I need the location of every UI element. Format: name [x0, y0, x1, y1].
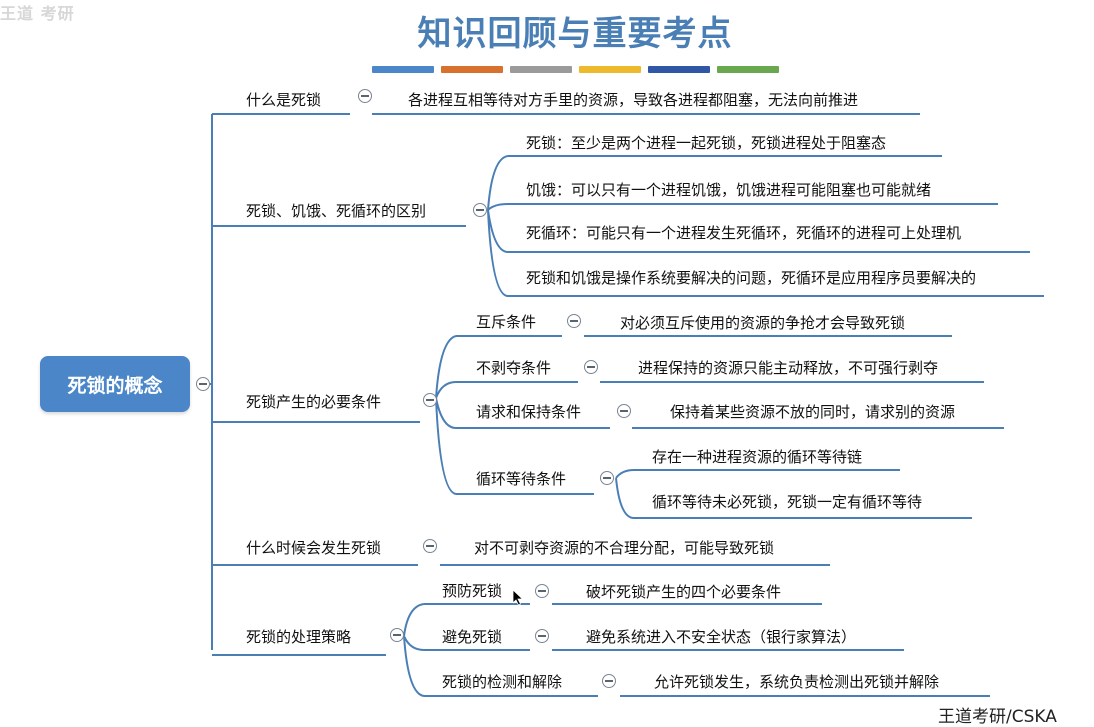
condition-label[interactable]: 循环等待条件 [476, 470, 567, 488]
strategy-label[interactable]: 预防死锁 [442, 582, 503, 600]
collapse-icon[interactable] [196, 377, 210, 391]
branch-desc: 对不可剥夺资源的不合理分配，可能导致死锁 [474, 539, 775, 557]
strategy-label[interactable]: 避免死锁 [442, 628, 503, 646]
watermark-top-left: 王道 考研 [0, 4, 75, 23]
branch-label-what-is-deadlock[interactable]: 什么是死锁 [246, 91, 322, 109]
list-item: 饥饿：可以只有一个进程饥饿，饥饿进程可能阻塞也可能就绪 [526, 181, 932, 199]
condition-desc: 进程保持的资源只能主动释放，不可强行剥夺 [638, 359, 939, 377]
condition-desc: 存在一种进程资源的循环等待链 [652, 448, 863, 466]
connector-b2-fork [487, 155, 509, 297]
collapse-icon[interactable] [390, 628, 404, 642]
collapse-icon[interactable] [535, 584, 549, 598]
collapse-icon[interactable] [600, 471, 614, 485]
condition-desc: 保持着某些资源不放的同时，请求别的资源 [670, 403, 956, 421]
strategy-desc: 允许死锁发生，系统负责检测出死锁并解除 [654, 673, 940, 691]
branch-desc: 各进程互相等待对方手里的资源，导致各进程都阻塞，无法向前推进 [408, 91, 859, 109]
connector-b5-fork [403, 603, 425, 697]
condition-label[interactable]: 互斥条件 [476, 313, 537, 331]
branch-label-when-deadlock[interactable]: 什么时候会发生死锁 [246, 539, 382, 557]
list-item: 死锁和饥饿是操作系统要解决的问题，死循环是应用程序员要解决的 [526, 269, 977, 287]
collapse-icon[interactable] [358, 89, 372, 103]
branch-label-difference[interactable]: 死锁、饥饿、死循环的区别 [246, 202, 427, 220]
condition-desc: 循环等待未必死锁，死锁一定有循环等待 [652, 493, 923, 511]
page-title: 知识回顾与重要考点 [417, 14, 733, 54]
branch-label-handling-strategies[interactable]: 死锁的处理策略 [246, 628, 352, 646]
collapse-icon[interactable] [535, 629, 549, 643]
color-segment [717, 66, 779, 73]
list-item: 死锁：至少是两个进程一起死锁，死锁进程处于阻塞态 [526, 134, 887, 152]
color-segment [441, 66, 503, 73]
root-node[interactable]: 死锁的概念 [40, 356, 190, 412]
condition-desc: 对必须互斥使用的资源的争抢才会导致死锁 [620, 314, 906, 332]
strategy-desc: 避免系统进入不安全状态（银行家算法） [586, 628, 857, 646]
collapse-icon[interactable] [602, 674, 616, 688]
watermark-bottom-right: 王道考研/CSKA [938, 707, 1057, 727]
color-segment [372, 66, 434, 73]
collapse-icon[interactable] [567, 314, 581, 328]
list-item: 死循环：可能只有一个进程发生死循环，死循环的进程可上处理机 [526, 224, 962, 242]
color-segment [579, 66, 641, 73]
collapse-icon[interactable] [584, 360, 598, 374]
collapse-icon[interactable] [423, 539, 437, 553]
connector-b3-fork [435, 335, 457, 495]
connector-c4-fork [615, 469, 635, 519]
color-segment [510, 66, 572, 73]
branch-label-necessary-conditions[interactable]: 死锁产生的必要条件 [246, 393, 382, 411]
collapse-icon[interactable] [423, 393, 437, 407]
strategy-label[interactable]: 死锁的检测和解除 [442, 673, 563, 691]
strategy-desc: 破坏死锁产生的四个必要条件 [586, 583, 782, 601]
condition-label[interactable]: 不剥夺条件 [476, 359, 552, 377]
collapse-icon[interactable] [473, 203, 487, 217]
color-segment [648, 66, 710, 73]
condition-label[interactable]: 请求和保持条件 [476, 403, 582, 421]
collapse-icon[interactable] [617, 404, 631, 418]
mouse-cursor-icon [513, 590, 523, 606]
